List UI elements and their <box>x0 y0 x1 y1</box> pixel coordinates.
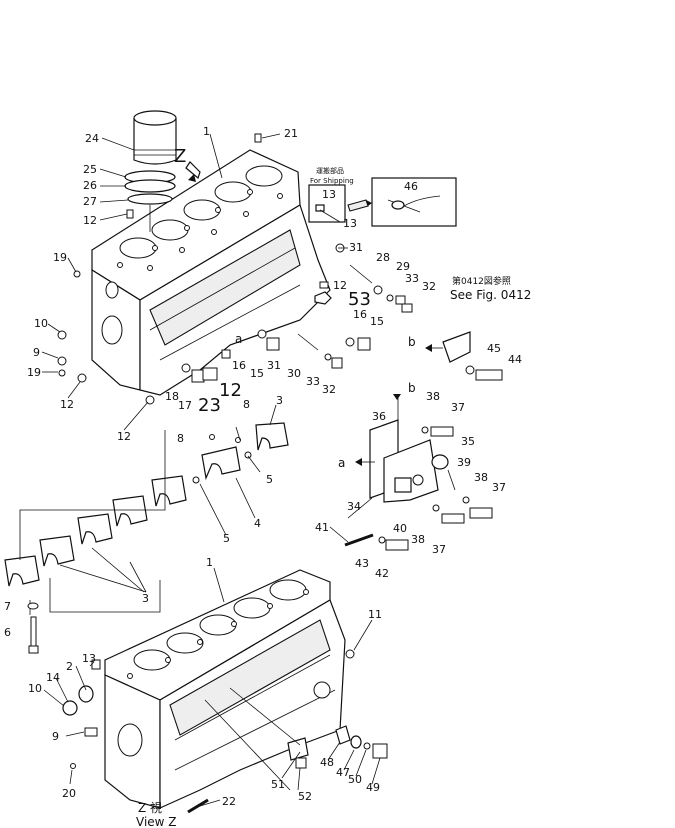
callout-23: 23 <box>198 395 221 416</box>
view-label-en: View Z <box>136 815 177 828</box>
callout-12: 12 <box>83 214 97 227</box>
liner-seal-rings <box>124 170 176 232</box>
callout-26: 26 <box>83 179 97 192</box>
callout-28: 28 <box>376 251 390 264</box>
ref-letter-a: a <box>338 456 345 470</box>
callout-29: 29 <box>396 260 410 273</box>
callout-45: 45 <box>487 342 501 355</box>
callout-4: 4 <box>254 517 261 530</box>
callout-32: 32 <box>422 280 436 293</box>
callout-17: 17 <box>178 399 192 412</box>
callout-9: 9 <box>52 730 59 743</box>
callout-8: 8 <box>177 432 184 445</box>
callout-7: 7 <box>4 600 11 613</box>
callout-30: 30 <box>287 367 301 380</box>
ref-letter-b: b <box>408 381 416 395</box>
upper-hardware <box>57 133 413 405</box>
callout-22: 22 <box>222 795 236 808</box>
view-letter-z: Z <box>174 146 186 167</box>
callout-37: 37 <box>451 401 465 414</box>
callout-25: 25 <box>83 163 97 176</box>
callout-24: 24 <box>85 132 99 145</box>
callout-40: 40 <box>393 522 407 535</box>
callout-38: 38 <box>426 390 440 403</box>
callout-3: 3 <box>276 394 283 407</box>
callout-51: 51 <box>271 778 285 791</box>
callout-31: 31 <box>349 241 363 254</box>
cylinder-block-upper <box>91 149 331 396</box>
callout-16: 16 <box>353 308 367 321</box>
callout-37: 37 <box>432 543 446 556</box>
callout-12: 12 <box>117 430 131 443</box>
callout-41: 41 <box>315 521 329 534</box>
callout-12: 12 <box>60 398 74 411</box>
callout-1: 1 <box>206 556 213 569</box>
callout-12-large: 12 <box>219 380 242 401</box>
callout-18: 18 <box>165 390 179 403</box>
callout-42: 42 <box>375 567 389 580</box>
cylinder-block-lower <box>104 569 346 809</box>
callout-48: 48 <box>320 756 334 769</box>
bracket-b <box>425 331 503 381</box>
callout-31: 31 <box>267 359 281 372</box>
callout-8: 8 <box>243 398 250 411</box>
callout-14: 14 <box>46 671 60 684</box>
callout-32: 32 <box>322 383 336 396</box>
callout-6: 6 <box>4 626 11 639</box>
callout-16: 16 <box>232 359 246 372</box>
callout-50: 50 <box>348 773 362 786</box>
cylinder-liner <box>133 110 177 165</box>
callout-38: 38 <box>474 471 488 484</box>
ref-letter-b: b <box>408 335 416 349</box>
callouts: 24 1 21 25 26 27 12 13 13 46 19 31 28 29… <box>4 125 531 828</box>
callout-44: 44 <box>508 353 522 366</box>
callout-9: 9 <box>33 346 40 359</box>
callout-5: 5 <box>266 473 273 486</box>
callout-13: 13 <box>82 652 96 665</box>
see-fig-en: See Fig. 0412 <box>450 288 531 302</box>
callout-15: 15 <box>250 367 264 380</box>
callout-36: 36 <box>372 410 386 423</box>
z-view-arrow <box>185 161 201 182</box>
callout-5: 5 <box>223 532 230 545</box>
callout-33: 33 <box>306 375 320 388</box>
callout-21: 21 <box>284 127 298 140</box>
ref-letter-a: a <box>235 332 242 346</box>
rear-plate <box>344 394 493 551</box>
callout-3: 3 <box>142 592 149 605</box>
callout-27: 27 <box>83 195 97 208</box>
callout-39: 39 <box>457 456 471 469</box>
callout-33: 33 <box>405 272 419 285</box>
see-fig-jp: 第0412図参照 <box>452 275 511 287</box>
shipping-note-en: For Shipping <box>310 177 354 185</box>
callout-13: 13 <box>343 217 357 230</box>
callout-2: 2 <box>66 660 73 673</box>
view-label-jp: Z 視 <box>138 800 162 815</box>
callout-15: 15 <box>370 315 384 328</box>
callout-34: 34 <box>347 500 361 513</box>
callout-37: 37 <box>492 481 506 494</box>
lower-hardware <box>62 649 388 814</box>
callout-43: 43 <box>355 557 369 570</box>
callout-38: 38 <box>411 533 425 546</box>
callout-47: 47 <box>336 766 350 779</box>
leader-lines <box>41 133 381 807</box>
callout-20: 20 <box>62 787 76 800</box>
shipping-box <box>308 177 457 227</box>
callout-11: 11 <box>368 608 382 621</box>
callout-19: 19 <box>27 366 41 379</box>
callout-19: 19 <box>53 251 67 264</box>
callout-10: 10 <box>28 682 42 695</box>
callout-46: 46 <box>404 180 418 193</box>
callout-35: 35 <box>461 435 475 448</box>
callout-49: 49 <box>366 781 380 794</box>
shipping-note-jp: 運搬部品 <box>316 166 344 175</box>
callout-53: 53 <box>348 289 371 310</box>
callout-52: 52 <box>298 790 312 803</box>
callout-1: 1 <box>203 125 210 138</box>
callout-12: 12 <box>333 279 347 292</box>
callout-10: 10 <box>34 317 48 330</box>
callout-13: 13 <box>322 188 336 201</box>
